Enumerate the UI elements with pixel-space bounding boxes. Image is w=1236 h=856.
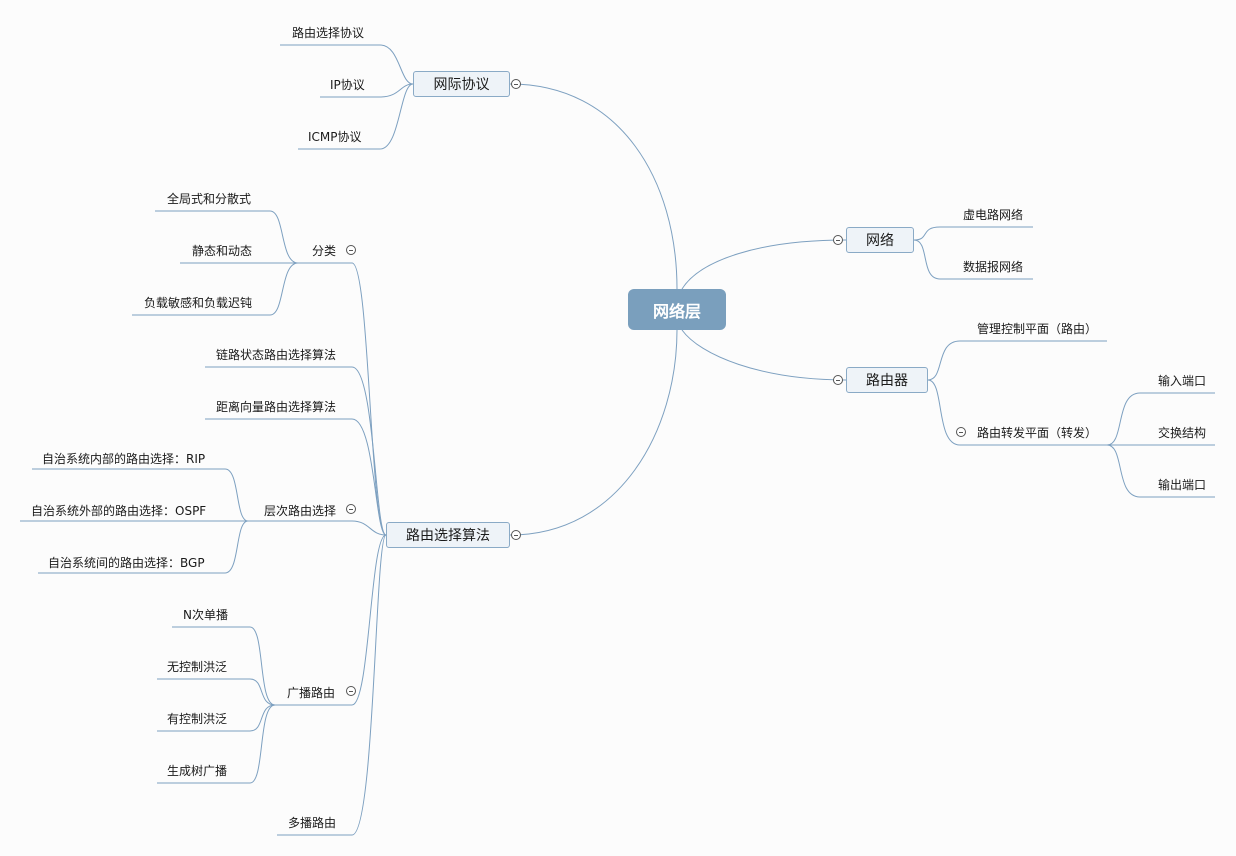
leaf-ospf[interactable]: 自治系统外部的路由选择：OSPF [31, 504, 207, 518]
leaf-link-state[interactable]: 链路状态路由选择算法 [216, 348, 337, 362]
leaf-datagram-network[interactable]: 数据报网络 [963, 260, 1024, 274]
connector-root-network [681, 239, 847, 290]
leaf-static-dynamic[interactable]: 静态和动态 [192, 244, 253, 258]
root-topic[interactable]: 网络层 [628, 289, 726, 330]
collapse-router-icon[interactable] [833, 375, 843, 385]
topic-forwarding-plane[interactable]: 路由转发平面（转发） [977, 426, 1098, 440]
topic-router[interactable]: 路由器 [846, 367, 928, 393]
leaf-ip-protocol[interactable]: IP协议 [330, 78, 365, 92]
leaf-multicast-routing[interactable]: 多播路由 [288, 816, 337, 830]
collapse-broadcast-icon[interactable] [346, 686, 356, 696]
leaf-spanning-tree-broadcast[interactable]: 生成树广播 [167, 764, 228, 778]
leaf-output-port[interactable]: 输出端口 [1158, 478, 1207, 492]
topic-hierarchical-routing[interactable]: 层次路由选择 [264, 504, 337, 518]
collapse-routing-algorithms-icon[interactable] [511, 530, 521, 540]
collapse-classification-icon[interactable] [346, 245, 356, 255]
leaf-icmp-protocol[interactable]: ICMP协议 [308, 130, 362, 144]
collapse-internet-protocol-icon[interactable] [511, 79, 521, 89]
leaf-n-unicast[interactable]: N次单播 [183, 608, 228, 622]
leaf-controlled-flooding[interactable]: 有控制洪泛 [167, 712, 228, 726]
collapse-network-icon[interactable] [833, 235, 843, 245]
topic-internet-protocol[interactable]: 网际协议 [413, 71, 510, 97]
leaf-load-sensitive[interactable]: 负载敏感和负载迟钝 [144, 296, 253, 310]
leaf-control-plane[interactable]: 管理控制平面（路由） [977, 322, 1098, 336]
connector-root-router [681, 329, 847, 381]
leaf-input-port[interactable]: 输入端口 [1158, 374, 1207, 388]
topic-classification[interactable]: 分类 [312, 244, 337, 258]
collapse-forwarding-plane-icon[interactable] [956, 427, 966, 437]
topic-routing-algorithms[interactable]: 路由选择算法 [386, 522, 510, 548]
topic-broadcast-routing[interactable]: 广播路由 [287, 686, 336, 700]
leaf-distance-vector[interactable]: 距离向量路由选择算法 [216, 400, 337, 414]
topic-network[interactable]: 网络 [846, 227, 914, 253]
leaf-bgp[interactable]: 自治系统间的路由选择：BGP [48, 556, 205, 570]
leaf-rip[interactable]: 自治系统内部的路由选择：RIP [42, 452, 206, 466]
connector-root-internet-protocol [509, 83, 678, 290]
leaf-routing-protocol[interactable]: 路由选择协议 [292, 26, 365, 40]
leaf-global-decentralized[interactable]: 全局式和分散式 [167, 192, 252, 206]
leaf-uncontrolled-flooding[interactable]: 无控制洪泛 [167, 660, 228, 674]
leaf-virtual-circuit-network[interactable]: 虚电路网络 [963, 208, 1024, 222]
collapse-hierarchical-icon[interactable] [346, 504, 356, 514]
leaf-switch-fabric[interactable]: 交换结构 [1158, 426, 1207, 440]
connector-root-routing-algorithms [509, 329, 678, 536]
